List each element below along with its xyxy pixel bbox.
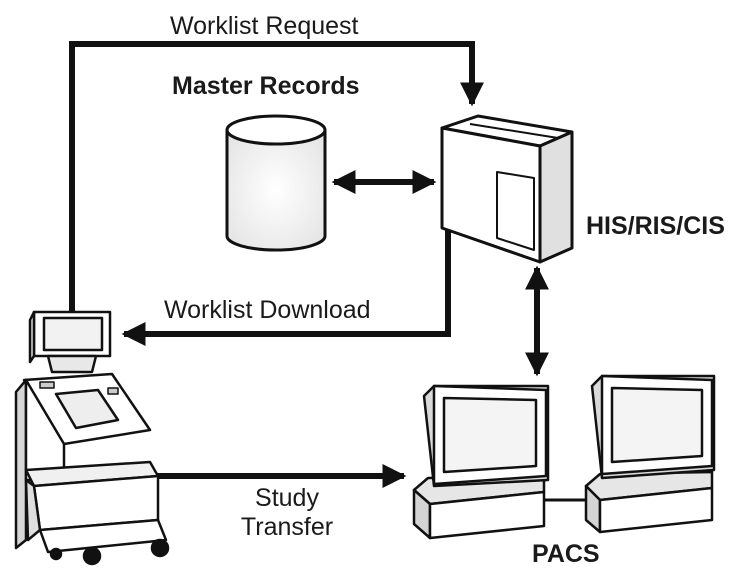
worklist-download-connector [121,226,451,346]
worklist-download-label: Worklist Download [164,296,371,324]
master-records-label: Master Records [172,72,360,100]
cylinder-database-icon [225,114,327,252]
workstation-monitor-icon [412,374,716,540]
ultrasound-cart-icon [14,310,170,566]
worklist-request-connector [69,41,484,312]
study-transfer-label-line1: Study [255,484,319,512]
study-transfer-label-line2: Transfer [240,513,334,541]
server-box-icon [440,114,574,264]
pacs-label: PACS [532,540,600,568]
his-ris-cis-label: HIS/RIS/CIS [586,212,725,240]
worklist-request-label: Worklist Request [170,12,359,40]
